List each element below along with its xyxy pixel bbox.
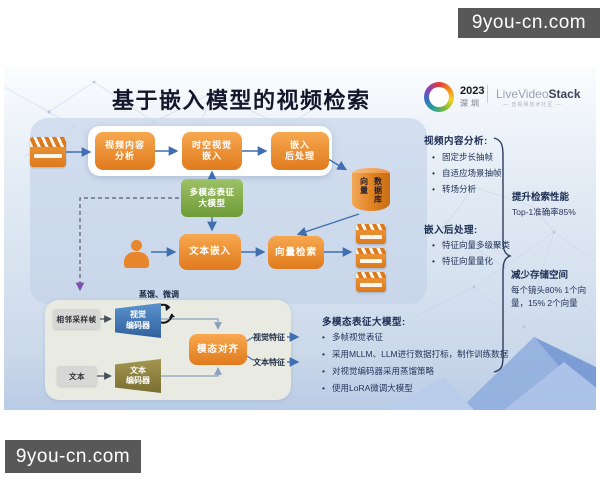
- section-postprocess-title: 嵌入后处理:: [424, 225, 478, 236]
- conference-year: 2023: [460, 85, 485, 97]
- node-visual-encoder: 视觉 编码器: [115, 303, 161, 338]
- node-spatiotemporal-embedding: 时空视觉 嵌入: [182, 132, 242, 170]
- vector-database-icon: 向量数据库: [352, 168, 390, 216]
- model-note-2: 采用MLLM、LLM进行数据打标，制作训练数据: [322, 348, 508, 360]
- brand-subtitle: — 音视频技术社区 —: [503, 102, 562, 108]
- node-text-input: 文本: [57, 366, 97, 386]
- distill-finetune-label: 蒸馏、微调: [139, 290, 179, 299]
- node-embedding-postprocess: 嵌入 后处理: [271, 132, 329, 170]
- model-notes-title: 多模态表征大模型:: [322, 317, 406, 328]
- benefit-retrieval-title: 提升检索性能: [512, 192, 570, 203]
- node-text-encoder: 文本 编码器: [115, 359, 161, 393]
- benefit-retrieval-text: Top-1准确率85%: [512, 207, 576, 217]
- result-video-icon-3: [356, 272, 386, 292]
- bullet-adaptive-scene: 自适应场景抽帧: [432, 167, 502, 179]
- result-video-icon-2: [356, 248, 386, 268]
- visual-feature-label: 视觉特征: [253, 333, 285, 342]
- model-note-4: 使用LoRA微调大模型: [322, 382, 413, 394]
- node-modality-alignment: 模态对齐: [189, 334, 247, 365]
- node-text-embedding: 文本嵌入: [179, 234, 241, 270]
- bullet-fixed-stride: 固定步长抽帧: [432, 151, 493, 163]
- node-multimodal-model: 多模态表征 大模型: [181, 179, 243, 217]
- model-note-3: 对视觉编码器采用蒸馏策略: [322, 365, 434, 377]
- bullet-multilevel-cluster: 特征向量多级聚类: [432, 239, 510, 251]
- conference-logo-icon: [424, 82, 454, 112]
- text-feature-label: 文本特征: [253, 358, 285, 367]
- result-video-icon-1: [356, 224, 386, 244]
- logo-divider: [487, 85, 488, 103]
- section-video-analysis-title: 视频内容分析:: [424, 136, 488, 147]
- presentation-slide: 基于嵌入模型的视频检索 2023 深圳 LiveVideoStack — 音视频…: [4, 67, 596, 410]
- node-video-content-analysis: 视频内容 分析: [95, 132, 155, 170]
- bullet-transition-analysis: 转场分析: [432, 183, 476, 195]
- watermark-top-right: 9you-cn.com: [458, 8, 600, 38]
- benefit-storage-title: 减少存储空间: [511, 270, 569, 281]
- slide-title: 基于嵌入模型的视频检索: [112, 88, 371, 113]
- db-label-database: 数据库: [373, 177, 383, 204]
- livevideostack-logo: LiveVideoStack: [496, 87, 581, 101]
- brand-light-text: LiveVideo: [496, 87, 549, 101]
- watermark-bottom-left: 9you-cn.com: [5, 440, 141, 473]
- cylinder-body: [352, 173, 390, 211]
- video-clapperboard-icon: [30, 137, 66, 167]
- benefit-storage-text: 每个镜头80% 1个向量，15% 2个向量: [511, 285, 587, 309]
- user-icon: [123, 240, 151, 268]
- bullet-vector-quantization: 特征向量量化: [432, 255, 493, 267]
- node-adjacent-frames: 相邻采样帧: [53, 309, 100, 329]
- db-label-vector: 向量: [359, 177, 369, 195]
- conference-city: 深圳: [460, 99, 482, 108]
- node-vector-search: 向量检索: [268, 236, 324, 269]
- brand-bold-text: Stack: [548, 87, 581, 101]
- model-note-1: 多帧视觉表征: [322, 331, 383, 343]
